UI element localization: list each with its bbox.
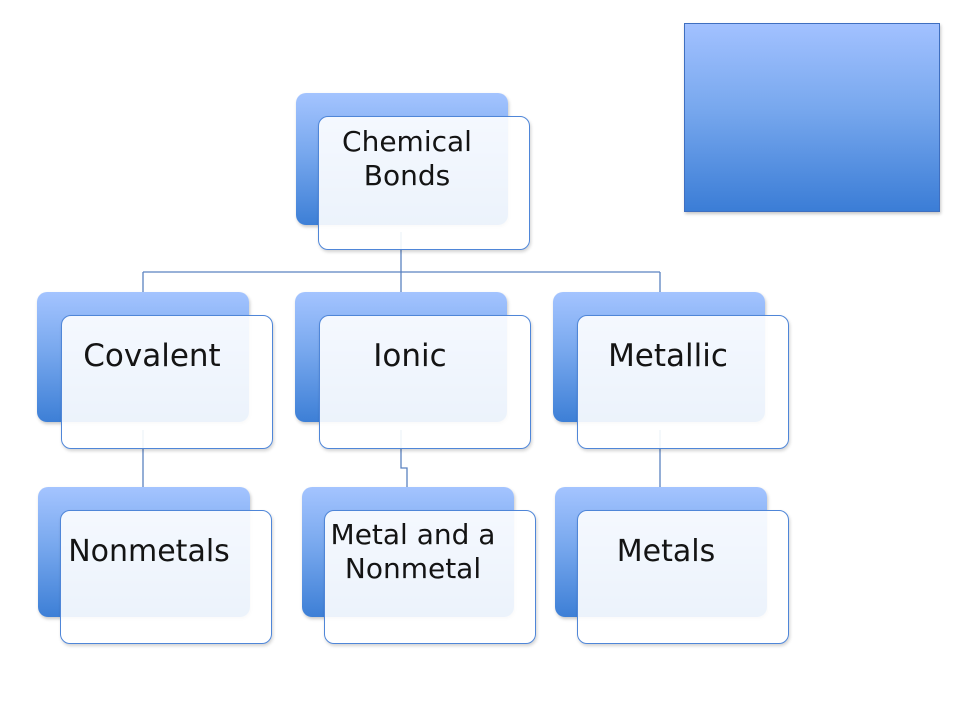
node-label-metallic: Metallic [608,338,728,375]
node-front-panel [61,315,273,449]
connector-ionic-to-metal-nonmetal [400,430,408,488]
node-label-metal-and-a-nonmetal: Metal and a Nonmetal [330,518,496,585]
node-front-panel [319,315,531,449]
node-label-metals: Metals [616,534,716,569]
empty-gradient-box [684,23,940,212]
node-front-panel [324,510,536,644]
node-label-nonmetals: Nonmetals [68,534,230,569]
node-front-panel [318,116,530,250]
node-label-chemical-bonds: Chemical Bonds [342,125,472,192]
node-front-panel [577,510,789,644]
node-label-ionic: Ionic [373,338,447,375]
node-front-panel [60,510,272,644]
node-label-covalent: Covalent [83,338,221,375]
node-front-panel [577,315,789,449]
